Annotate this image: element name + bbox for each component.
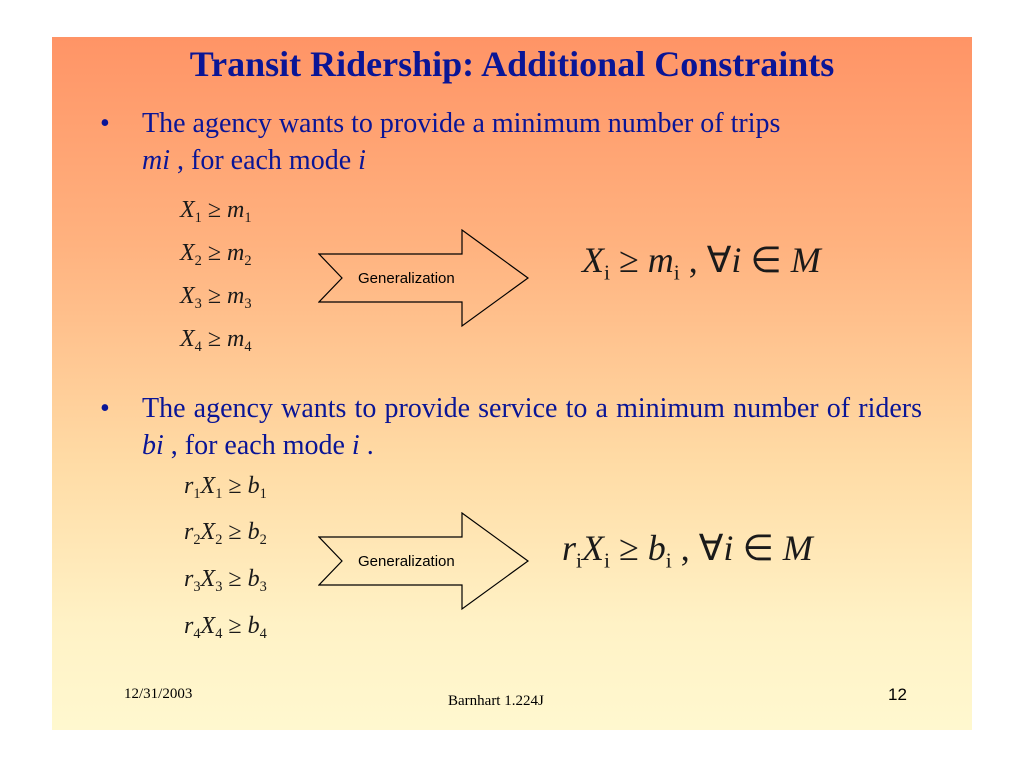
equation-x4: X4 ≥ m4	[180, 326, 252, 356]
bullet-1-text: The agency wants to provide a minimum nu…	[142, 108, 781, 176]
generalization-arrow-2	[318, 512, 530, 611]
generalization-arrow-1	[318, 229, 530, 328]
var-i: i	[358, 145, 366, 176]
bullet-dot: •	[100, 108, 110, 139]
equation-x2: X2 ≥ m2	[180, 240, 252, 270]
bullet-2-text: The agency wants to provide service to a…	[142, 393, 922, 461]
equation-r2: r2X2 ≥ b2	[184, 519, 267, 549]
slide-title: Transit Ridership: Additional Constraint…	[189, 44, 835, 84]
equation-x1: X1 ≥ m1	[180, 197, 252, 227]
var-i: i	[351, 430, 360, 461]
general-equation-2: riXi ≥ bi , ∀i ∈ M	[562, 528, 813, 573]
footer-date: 12/31/2003	[124, 686, 193, 702]
page-number: 12	[888, 685, 907, 704]
equation-r4: r4X4 ≥ b4	[184, 613, 267, 643]
arrow-label-2: Generalization	[358, 553, 455, 570]
arrow-label-1: Generalization	[358, 270, 455, 287]
var-bi: bi	[142, 430, 164, 461]
equation-x3: X3 ≥ m3	[180, 283, 252, 313]
equation-r3: r3X3 ≥ b3	[184, 566, 267, 596]
footer-author: Barnhart 1.224J	[448, 693, 544, 709]
var-mi: mi	[142, 145, 170, 176]
general-equation-1: Xi ≥ mi , ∀i ∈ M	[582, 240, 821, 285]
bullet-dot: •	[100, 393, 110, 424]
equation-r1: r1X1 ≥ b1	[184, 473, 267, 503]
slide: Transit Ridership: Additional Constraint…	[52, 37, 972, 730]
